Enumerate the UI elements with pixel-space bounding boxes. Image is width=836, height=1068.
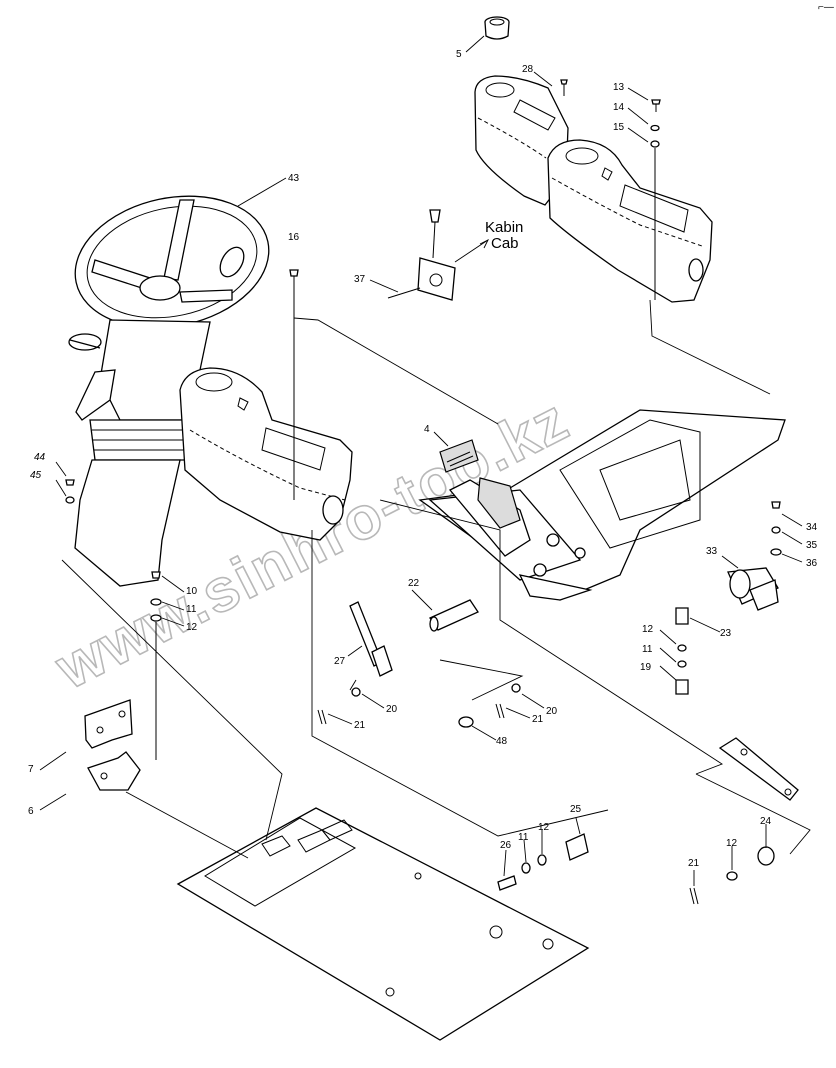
column-screw [289,269,299,500]
lower-console [179,367,353,541]
callout-43: 43 [288,173,300,184]
callout-36: 36 [806,558,818,569]
callout-10: 10 [186,586,198,597]
callout-4: 4 [424,424,430,435]
callout-45: 45 [30,470,42,481]
callout-26: 26 [500,840,512,851]
lower-hardware-set-a [497,833,589,891]
callout-21-left: 21 [354,720,366,731]
callout-22: 22 [408,578,420,589]
pivot-tube [727,567,779,611]
corner-mark: ⌐— [818,2,834,13]
callout-leaders [39,35,803,886]
callout-12-right: 12 [642,624,654,635]
callout-34: 34 [806,522,818,533]
callout-21-lower-right: 21 [688,858,700,869]
callout-7: 7 [28,764,34,775]
link-arm [718,737,799,801]
brackets [84,699,141,791]
gear-selector [387,209,490,301]
upper-fasteners [560,79,661,300]
callout-11-left: 11 [186,604,197,615]
cup-holder-insert [484,16,510,40]
callout-16: 16 [288,232,300,243]
callout-15: 15 [613,122,625,133]
callout-24: 24 [760,816,772,827]
callout-12-left: 12 [186,622,198,633]
pins-washers [317,683,521,728]
cab-label-kabin: Kabin [485,219,523,236]
sleeve-22 [429,599,479,632]
callout-48: 48 [496,736,508,747]
callout-37: 37 [354,274,366,285]
switch-block [439,439,479,473]
callout-11-lower: 11 [518,832,529,843]
callout-27: 27 [334,656,346,667]
callout-23: 23 [720,628,732,639]
upper-console-assembly [474,16,713,303]
gas-spring [349,601,393,677]
callout-20-left: 20 [386,704,398,715]
callout-14: 14 [613,102,625,113]
front-console-housing [547,139,713,303]
callout-20-center: 20 [546,706,558,717]
callout-11-right: 11 [642,644,653,655]
connection-lines [61,299,811,859]
callout-13: 13 [613,82,625,93]
left-fasteners [65,479,162,760]
callout-numbers: 5 28 13 14 15 43 16 37 4 44 45 10 11 12 … [28,49,818,869]
cab-label-cab: Cab [491,235,519,252]
callout-12-lower-right: 12 [726,838,738,849]
right-fasteners [675,501,782,695]
callout-21-center: 21 [532,714,544,725]
callout-35: 35 [806,540,818,551]
floor-plate [176,807,590,1041]
callout-33: 33 [706,546,718,557]
callout-5: 5 [456,49,462,60]
rear-console-housing [474,75,569,206]
callout-19: 19 [640,662,652,673]
callout-12-lower: 12 [538,822,550,833]
callout-25: 25 [570,804,582,815]
callout-6: 6 [28,806,34,817]
callout-44: 44 [34,452,46,463]
mounting-frame [418,409,786,601]
callout-28: 28 [522,64,534,75]
